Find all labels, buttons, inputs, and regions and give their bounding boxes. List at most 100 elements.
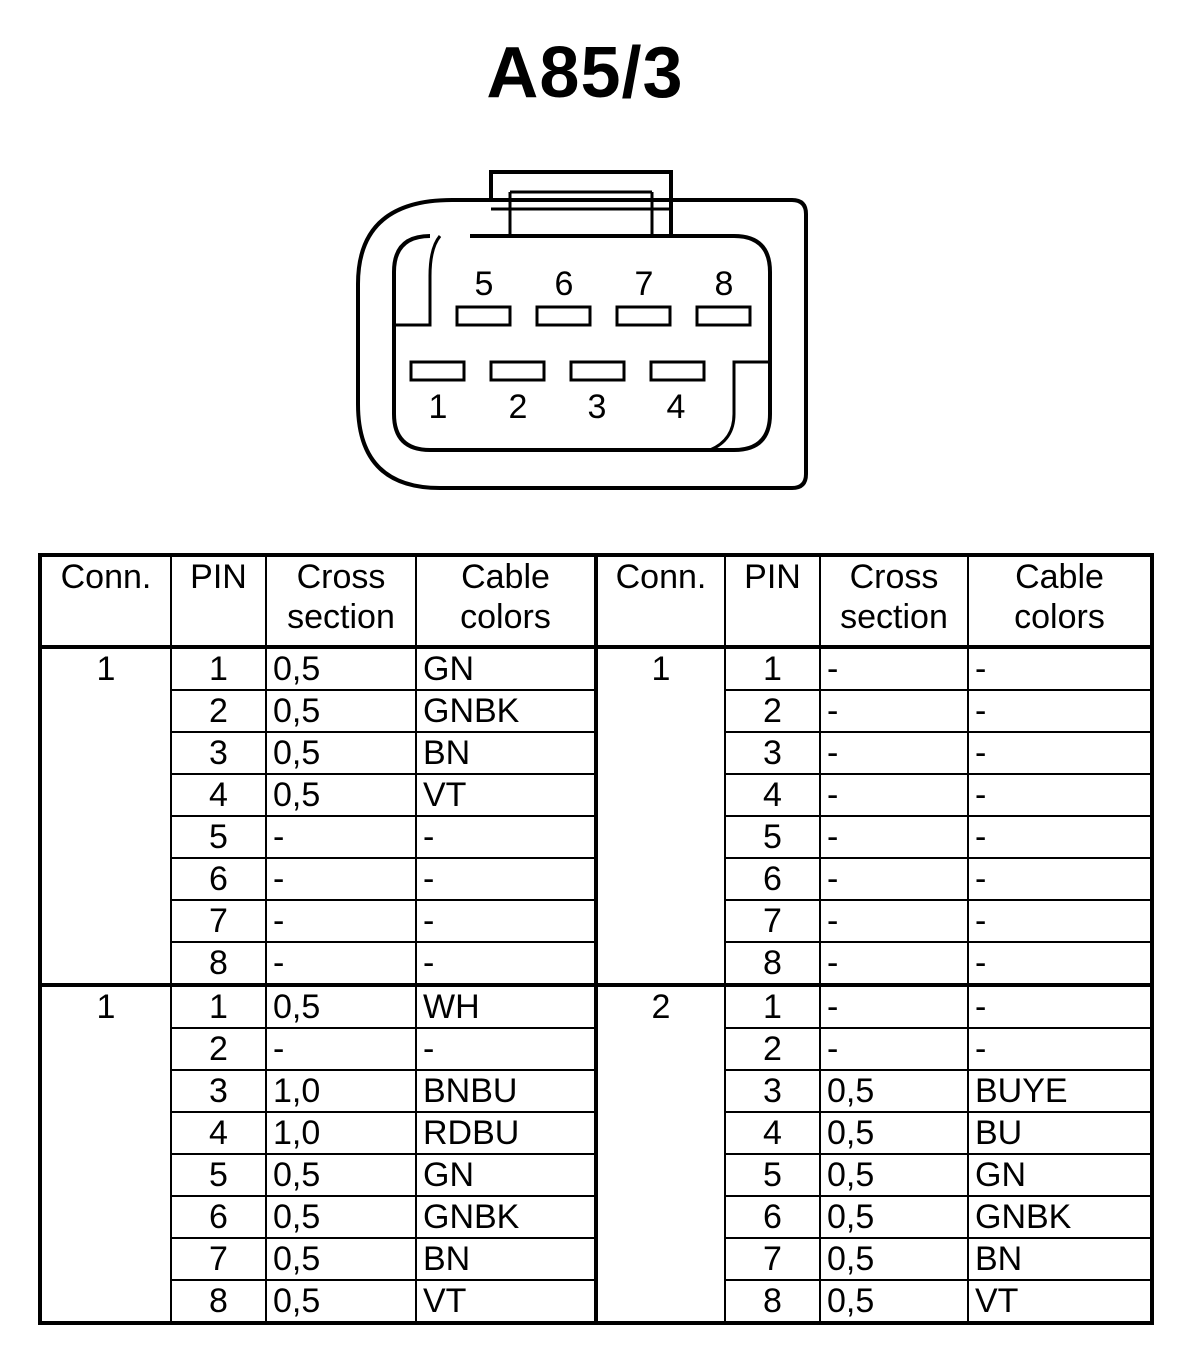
cable-color-cell: - (967, 731, 1153, 775)
cross-section-cell: - (265, 815, 417, 859)
cable-color-cell: BNBU (415, 1069, 597, 1113)
header-cross-section-right: Cross section (819, 554, 969, 649)
cable-color-cell: WH (415, 983, 597, 1029)
pin-cell: 4 (170, 1111, 267, 1155)
cable-color-cell: - (967, 899, 1153, 943)
pin-cell: 4 (724, 773, 821, 817)
table-header-row: Conn. PIN Cross section Cable colors Con… (39, 554, 1153, 649)
cross-section-cell: 0,5 (265, 1153, 417, 1197)
cross-section-cell: 0,5 (265, 1237, 417, 1281)
table-row: 6--6-- (40, 857, 1153, 901)
header-pin-right: PIN (724, 554, 821, 649)
cross-section-cell: - (819, 773, 969, 817)
connector-housing (356, 198, 808, 490)
cable-color-cell: BU (967, 1111, 1153, 1155)
pin-cell: 4 (724, 1111, 821, 1155)
cable-color-cell: - (967, 773, 1153, 817)
pin-cell: 7 (170, 1237, 267, 1281)
table-row: 7--7-- (40, 899, 1153, 943)
pin-assignment-table: Conn. PIN Cross section Cable colors Con… (38, 553, 1154, 1325)
cross-section-cell: - (819, 941, 969, 986)
cross-section-cell: - (819, 899, 969, 943)
pin-cell: 6 (724, 1195, 821, 1239)
cable-color-cell: - (415, 857, 597, 901)
table-row: 2--2-- (40, 1027, 1153, 1071)
conn-cell-left: 1 (39, 983, 172, 1324)
header-pin: PIN (170, 554, 267, 649)
pin-cell: 8 (724, 941, 821, 986)
pin-7-slot (615, 305, 672, 327)
header-cable-line1: Cable (461, 558, 550, 596)
pin-cell: 6 (170, 1195, 267, 1239)
pin-label: 4 (667, 388, 686, 426)
cable-color-cell: GN (967, 1153, 1153, 1197)
pin-4-slot (649, 360, 706, 382)
header-cross-section: Cross section (265, 554, 417, 649)
pin-cell: 5 (724, 1153, 821, 1197)
pin-cell: 3 (724, 1069, 821, 1113)
conn-cell-left: 1 (39, 645, 172, 986)
pin-cell: 5 (170, 815, 267, 859)
cross-section-cell: 0,5 (265, 1279, 417, 1324)
conn-cell-right: 2 (594, 983, 726, 1324)
cable-color-cell: - (967, 941, 1153, 986)
header-cross-line1: Cross (849, 558, 939, 596)
header-cable-line2: colors (1014, 598, 1105, 636)
connector-diagram: 5 6 7 8 1 2 3 4 (356, 170, 808, 490)
cross-section-cell: - (265, 857, 417, 901)
cross-section-cell: 0,5 (265, 1195, 417, 1239)
header-cable-colors: Cable colors (415, 554, 597, 649)
conn-cell-right: 1 (594, 645, 726, 986)
cross-section-cell: 0,5 (265, 689, 417, 733)
cross-section-cell: 0,5 (819, 1069, 969, 1113)
cable-color-cell: - (415, 941, 597, 986)
cable-color-cell: VT (415, 1279, 597, 1324)
cable-color-cell: BN (415, 1237, 597, 1281)
pin-1-slot (409, 360, 466, 382)
cross-section-cell: 0,5 (819, 1237, 969, 1281)
cable-color-cell: - (415, 899, 597, 943)
pin-label: 2 (509, 388, 528, 426)
table-row: 8--8-- (40, 941, 1153, 986)
cross-section-cell: - (819, 983, 969, 1029)
cross-section-cell: 0,5 (819, 1195, 969, 1239)
pin-label: 7 (635, 265, 654, 303)
cable-color-cell: RDBU (415, 1111, 597, 1155)
pin-cell: 2 (170, 1027, 267, 1071)
header-cross-line2: section (840, 598, 948, 636)
cable-color-cell: BN (967, 1237, 1153, 1281)
pin-cell: 8 (170, 941, 267, 986)
cable-color-cell: - (967, 983, 1153, 1029)
cross-section-cell: 0,5 (819, 1111, 969, 1155)
pin-label: 5 (475, 265, 494, 303)
cable-color-cell: BN (415, 731, 597, 775)
cable-color-cell: VT (967, 1279, 1153, 1324)
pin-cell: 7 (724, 1237, 821, 1281)
pin-8-slot (695, 305, 752, 327)
cross-section-cell: 1,0 (265, 1111, 417, 1155)
cross-section-cell: - (819, 645, 969, 691)
header-conn-right: Conn. (594, 554, 726, 649)
pin-cell: 5 (724, 815, 821, 859)
pin-label: 1 (429, 388, 448, 426)
pin-cell: 2 (170, 689, 267, 733)
table-row: 5--5-- (40, 815, 1153, 859)
pin-cell: 1 (724, 983, 821, 1029)
cable-color-cell: GNBK (415, 1195, 597, 1239)
cross-section-cell: - (265, 941, 417, 986)
pin-cell: 7 (724, 899, 821, 943)
cable-color-cell: - (415, 815, 597, 859)
cross-section-cell: 0,5 (265, 773, 417, 817)
cross-section-cell: - (819, 731, 969, 775)
cross-section-cell: - (265, 899, 417, 943)
pin-cell: 4 (170, 773, 267, 817)
cable-color-cell: GN (415, 1153, 597, 1197)
pin-cell: 5 (170, 1153, 267, 1197)
